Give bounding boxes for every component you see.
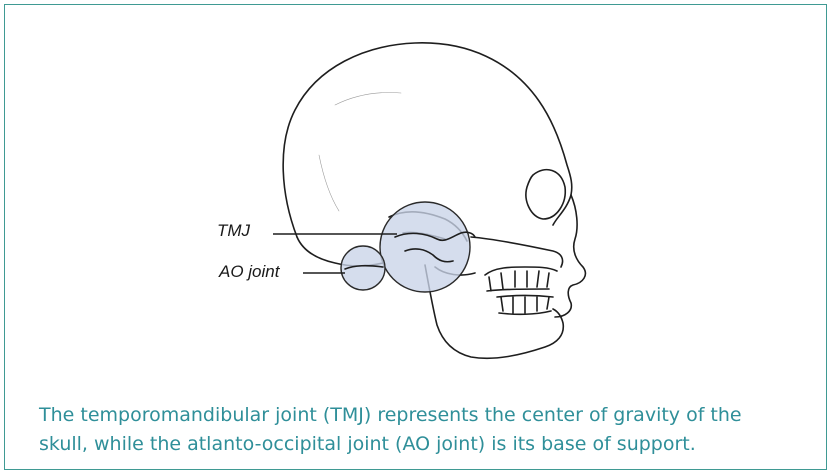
figure-caption: The temporomandibular joint (TMJ) repres… xyxy=(39,401,819,459)
caption-line-2: skull, while the atlanto-occipital joint… xyxy=(39,430,819,459)
caption-line-1: The temporomandibular joint (TMJ) repres… xyxy=(39,401,819,430)
lower-teeth xyxy=(497,296,553,315)
eye-socket xyxy=(526,170,565,219)
tmj-label: TMJ xyxy=(217,221,250,241)
figure-frame: TMJ AO joint The temporomandibular joint… xyxy=(4,4,827,470)
ao-joint-label: AO joint xyxy=(219,262,279,282)
facial-outline xyxy=(555,195,585,317)
tmj-circle xyxy=(380,202,470,292)
zygomatic-arch xyxy=(471,237,563,267)
upper-teeth xyxy=(485,267,557,291)
